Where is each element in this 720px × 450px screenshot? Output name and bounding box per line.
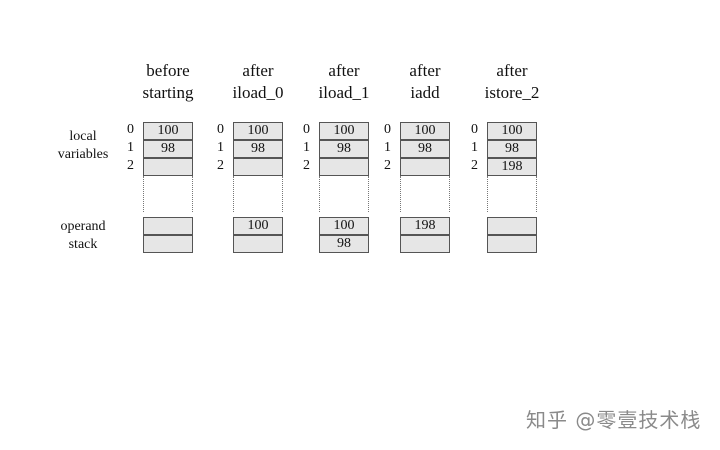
local-variable-cell: 100 bbox=[143, 122, 193, 140]
continuation-dots bbox=[233, 176, 283, 212]
local-variable-cell: 100 bbox=[319, 122, 369, 140]
local-variable-cell: 100 bbox=[233, 122, 283, 140]
local-index: 2 bbox=[471, 158, 478, 173]
local-variable-cell: 98 bbox=[233, 140, 283, 158]
column-title-line: iadd bbox=[410, 83, 440, 102]
local-index: 0 bbox=[471, 122, 478, 137]
continuation-dots bbox=[143, 176, 193, 212]
local-index: 2 bbox=[127, 158, 134, 173]
column-title: after iload_1 bbox=[299, 60, 389, 104]
column-title-line: after bbox=[496, 61, 528, 80]
continuation-dots bbox=[319, 176, 369, 212]
local-variable-cell: 198 bbox=[487, 158, 537, 176]
column-title-line: iload_1 bbox=[318, 83, 370, 102]
operand-stack-label: operand stack bbox=[60, 219, 106, 252]
operand-stack-cell bbox=[400, 235, 450, 253]
column-title-line: starting bbox=[142, 83, 194, 102]
operand-stack-cell: 100 bbox=[233, 217, 283, 235]
local-variable-cell: 100 bbox=[487, 122, 537, 140]
column-title: after iload_0 bbox=[213, 60, 303, 104]
operand-stack-cell bbox=[487, 235, 537, 253]
local-variables-label: local variables bbox=[57, 129, 109, 162]
local-variable-cell: 98 bbox=[143, 140, 193, 158]
column-title: after iadd bbox=[380, 60, 470, 104]
column-title: after istore_2 bbox=[467, 60, 557, 104]
local-variable-cell bbox=[319, 158, 369, 176]
local-index: 2 bbox=[217, 158, 224, 173]
local-index: 2 bbox=[384, 158, 391, 173]
local-index: 1 bbox=[303, 140, 310, 155]
local-variable-cell: 98 bbox=[400, 140, 450, 158]
local-index: 1 bbox=[384, 140, 391, 155]
local-index: 1 bbox=[217, 140, 224, 155]
watermark: 知乎 @零壹技术栈 bbox=[526, 408, 702, 432]
operand-stack-cell bbox=[143, 235, 193, 253]
local-variable-cell bbox=[143, 158, 193, 176]
local-index: 0 bbox=[303, 122, 310, 137]
operand-stack-cell bbox=[233, 235, 283, 253]
operand-stack-cell: 98 bbox=[319, 235, 369, 253]
column-title: before starting bbox=[123, 60, 213, 104]
local-index: 0 bbox=[384, 122, 391, 137]
local-index: 1 bbox=[127, 140, 134, 155]
operand-stack-cell bbox=[143, 217, 193, 235]
operand-stack-cell: 100 bbox=[319, 217, 369, 235]
continuation-dots bbox=[400, 176, 450, 212]
column-title-line: istore_2 bbox=[484, 83, 540, 102]
continuation-dots bbox=[487, 176, 537, 212]
local-variable-cell: 98 bbox=[319, 140, 369, 158]
column-title-line: after bbox=[409, 61, 441, 80]
column-title-line: before bbox=[146, 61, 190, 80]
local-index: 0 bbox=[217, 122, 224, 137]
local-variable-cell: 100 bbox=[400, 122, 450, 140]
operand-stack-cell: 198 bbox=[400, 217, 450, 235]
local-variable-cell: 98 bbox=[487, 140, 537, 158]
local-index: 2 bbox=[303, 158, 310, 173]
local-index: 0 bbox=[127, 122, 134, 137]
column-title-line: after bbox=[242, 61, 274, 80]
local-index: 1 bbox=[471, 140, 478, 155]
local-variable-cell bbox=[400, 158, 450, 176]
operand-stack-cell bbox=[487, 217, 537, 235]
column-title-line: iload_0 bbox=[232, 83, 284, 102]
column-title-line: after bbox=[328, 61, 360, 80]
local-variable-cell bbox=[233, 158, 283, 176]
